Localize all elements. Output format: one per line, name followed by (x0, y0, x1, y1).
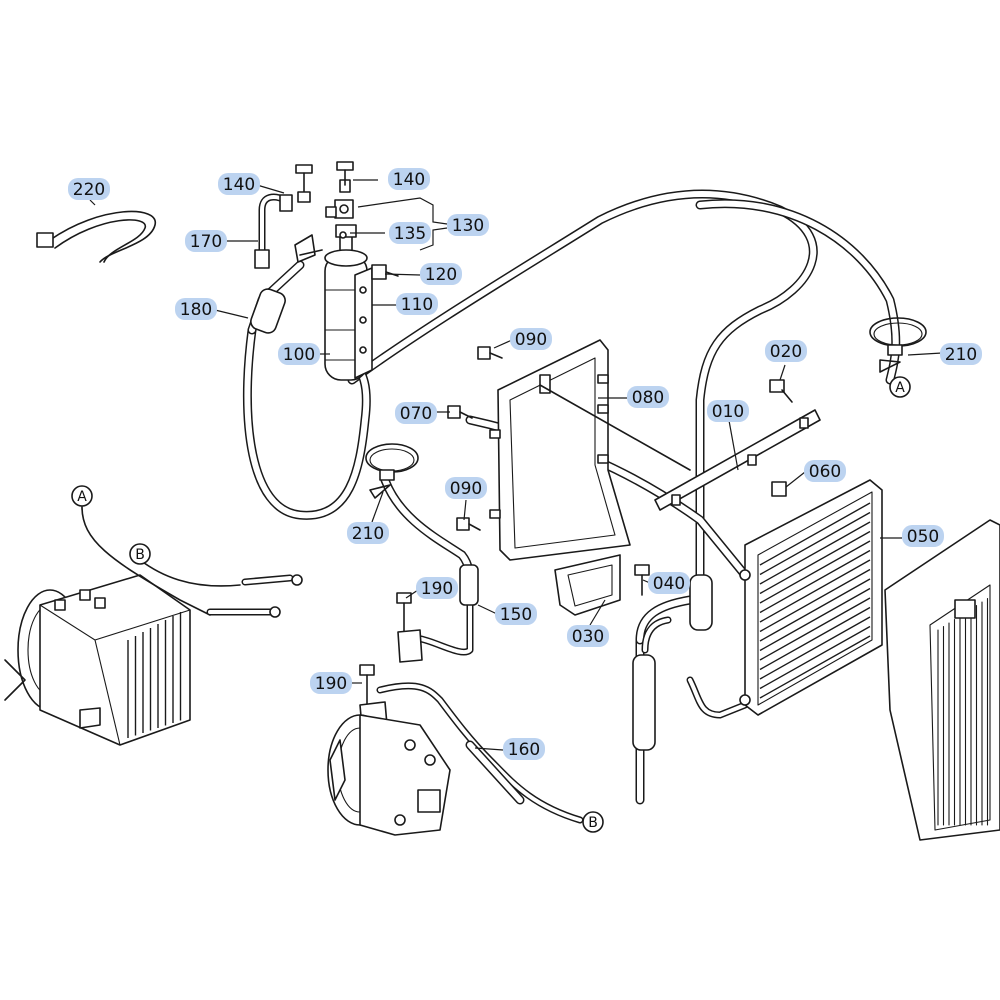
callout-100: 100 (278, 343, 320, 365)
svg-text:110: 110 (401, 295, 433, 315)
callout-140-left: 140 (218, 173, 260, 195)
callout-090-top: 090 (510, 328, 552, 350)
svg-text:180: 180 (180, 300, 212, 320)
svg-text:130: 130 (452, 216, 484, 236)
svg-text:B: B (135, 547, 145, 563)
tie-band-220 (36, 210, 156, 263)
svg-text:090: 090 (515, 330, 547, 350)
svg-text:030: 030 (572, 627, 604, 647)
marker-b-bottom: B (582, 811, 604, 833)
svg-text:080: 080 (632, 388, 664, 408)
callout-160: 160 (503, 738, 545, 760)
svg-text:B: B (588, 815, 598, 831)
bracket-030 (554, 554, 621, 616)
svg-text:190: 190 (421, 579, 453, 599)
svg-text:150: 150 (500, 605, 532, 625)
bracket-110 (354, 267, 373, 379)
heater-hoses (81, 506, 303, 618)
svg-text:190: 190 (315, 674, 347, 694)
callout-050: 050 (902, 525, 944, 547)
callout-140-right: 140 (388, 168, 430, 190)
callout-210-right: 210 (940, 343, 982, 365)
clamp-210-left (365, 443, 419, 499)
marker-a-left: A (71, 485, 93, 507)
callout-190-lower: 190 (310, 672, 352, 694)
svg-text:A: A (895, 380, 905, 396)
callout-090-mid: 090 (445, 477, 487, 499)
bolt-070 (447, 405, 473, 419)
svg-text:140: 140 (223, 175, 255, 195)
callout-220: 220 (68, 178, 110, 200)
bolt-090-top (477, 346, 503, 360)
svg-text:070: 070 (400, 404, 432, 424)
callout-070: 070 (395, 402, 437, 424)
condenser-050 (739, 479, 883, 716)
callout-135: 135 (389, 222, 431, 244)
bolt-020 (769, 379, 793, 403)
svg-text:020: 020 (770, 342, 802, 362)
pipe-040-condenser (632, 574, 749, 751)
radiator-partial (884, 519, 1000, 841)
nut-060 (771, 481, 787, 497)
svg-text:050: 050 (907, 527, 939, 547)
bolt-120 (371, 264, 399, 280)
bolt-090-mid (456, 517, 481, 531)
svg-text:060: 060 (809, 462, 841, 482)
heater-unit (4, 574, 191, 746)
svg-text:010: 010 (712, 402, 744, 422)
clamp-210-right (869, 317, 927, 373)
callout-040: 040 (648, 572, 690, 594)
svg-text:090: 090 (450, 479, 482, 499)
svg-text:135: 135 (394, 224, 426, 244)
callout-030: 030 (567, 625, 609, 647)
svg-text:170: 170 (190, 232, 222, 252)
marker-a-top: A (889, 376, 911, 398)
bolt-040 (634, 564, 650, 596)
callout-130: 130 (447, 214, 489, 236)
callout-180: 180 (175, 298, 217, 320)
callout-170: 170 (185, 230, 227, 252)
svg-text:120: 120 (425, 265, 457, 285)
hose-180-fitting (247, 193, 323, 335)
callout-150: 150 (495, 603, 537, 625)
svg-text:210: 210 (352, 524, 384, 544)
callout-190-upper: 190 (416, 577, 458, 599)
callout-010: 010 (707, 400, 749, 422)
bolt-140-left (295, 164, 313, 203)
pressure-switch-assembly (325, 161, 354, 239)
svg-text:040: 040 (653, 574, 685, 594)
svg-text:100: 100 (283, 345, 315, 365)
marker-b-left: B (129, 543, 151, 565)
svg-text:210: 210 (945, 345, 977, 365)
callout-020: 020 (765, 340, 807, 362)
support-bar-010 (539, 384, 821, 511)
svg-text:A: A (77, 489, 87, 505)
callout-210-left: 210 (347, 522, 389, 544)
svg-text:160: 160 (508, 740, 540, 760)
compressor (327, 714, 451, 836)
bracket-frame-080 (489, 339, 631, 561)
svg-text:140: 140 (393, 170, 425, 190)
callout-080: 080 (627, 386, 669, 408)
callout-120: 120 (420, 263, 462, 285)
leader-lines (81, 179, 943, 751)
svg-text:220: 220 (73, 180, 105, 200)
callout-110: 110 (396, 293, 438, 315)
bolt-190-upper (396, 592, 423, 663)
callout-060: 060 (804, 460, 846, 482)
pipe-160 (376, 682, 584, 824)
